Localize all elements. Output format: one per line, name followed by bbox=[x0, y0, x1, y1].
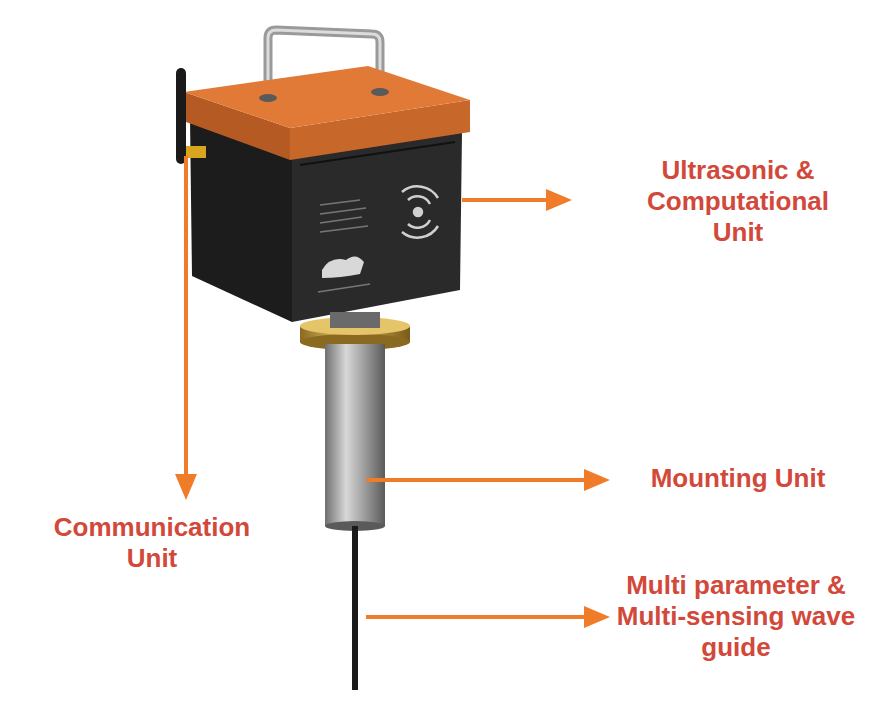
part-label: Multi parameter & Multi-sensing wave gui… bbox=[616, 570, 856, 663]
part-label: Communication Unit bbox=[32, 512, 272, 574]
part-label: Mounting Unit bbox=[608, 463, 868, 494]
part-label: Ultrasonic & Computational Unit bbox=[623, 155, 853, 248]
